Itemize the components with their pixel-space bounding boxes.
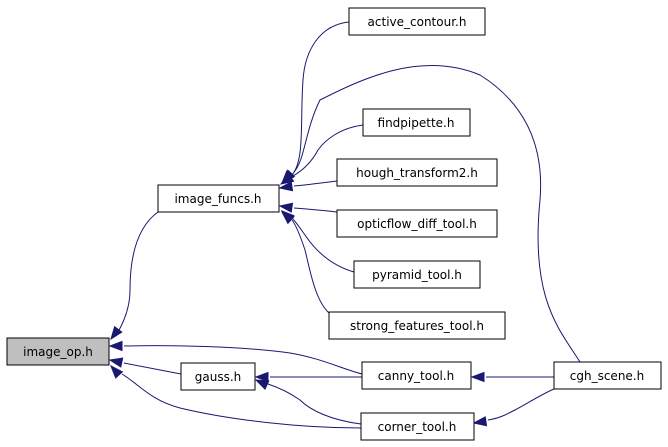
edge-cgh-scene-to-corner-tool	[472, 388, 555, 427]
node-canny-tool[interactable]: canny_tool.h	[361, 361, 472, 390]
edge-findpipette-to-image-funcs	[279, 124, 364, 185]
node-cgh-scene-label: cgh_scene.h	[570, 369, 644, 383]
edge-canny-tool-to-gauss	[254, 371, 362, 383]
node-strong-features-tool[interactable]: strong_features_tool.h	[328, 311, 506, 340]
edge-line	[293, 180, 338, 187]
arrowhead-icon	[470, 371, 485, 383]
node-opticflow-diff-tool-box	[336, 209, 498, 238]
node-hough-transform2[interactable]: hough_transform2.h	[336, 158, 498, 187]
node-image-op[interactable]: image_op.h	[6, 337, 110, 366]
node-pyramid-tool-label: pyramid_tool.h	[372, 268, 462, 282]
node-active-contour[interactable]: active_contour.h	[348, 7, 486, 36]
node-findpipette-label: findpipette.h	[378, 116, 455, 130]
node-opticflow-diff-tool-label: opticflow_diff_tool.h	[357, 217, 477, 231]
edge-gauss-to-image-op	[108, 357, 182, 375]
arrowhead-icon	[280, 211, 295, 225]
arrowhead-icon	[254, 379, 270, 390]
edge-cgh-scene-to-canny-tool	[470, 371, 554, 383]
node-image-funcs-box	[157, 184, 280, 213]
node-hough-transform2-box	[336, 158, 498, 187]
edge-line	[117, 211, 159, 333]
edge-opticflow-diff-tool-to-image-funcs	[278, 202, 338, 213]
edge-line	[293, 207, 338, 213]
arrowhead-icon	[254, 371, 269, 383]
arrowhead-icon	[279, 172, 295, 185]
edge-hough-transform2-to-image-funcs	[278, 180, 338, 192]
arrowhead-icon	[472, 416, 488, 427]
node-corner-tool-box	[360, 412, 475, 441]
arrowhead-icon	[110, 364, 124, 379]
edge-line	[291, 21, 350, 176]
node-strong-features-tool-label: strong_features_tool.h	[350, 319, 484, 333]
edge-image-funcs-to-image-op	[110, 211, 159, 341]
node-gauss[interactable]: gauss.h	[180, 362, 256, 391]
edge-strong-features-tool-to-image-funcs	[280, 211, 330, 314]
edge-line	[121, 373, 362, 429]
node-active-contour-label: active_contour.h	[368, 15, 467, 29]
node-hough-transform2-label: hough_transform2.h	[356, 166, 478, 180]
node-image-op-label: image_op.h	[23, 345, 93, 359]
arrowhead-icon	[108, 340, 123, 352]
node-opticflow-diff-tool[interactable]: opticflow_diff_tool.h	[336, 209, 498, 238]
edge-line	[123, 362, 182, 375]
node-pyramid-tool-box	[353, 260, 481, 289]
edge-line	[487, 388, 555, 421]
node-corner-tool[interactable]: corner_tool.h	[360, 412, 475, 441]
node-findpipette-box	[362, 108, 471, 137]
node-canny-tool-label: canny_tool.h	[378, 369, 454, 383]
edge-line	[293, 65, 581, 363]
arrowhead-icon	[278, 202, 294, 213]
node-cgh-scene[interactable]: cgh_scene.h	[553, 361, 662, 390]
node-gauss-box	[180, 362, 256, 391]
edge-canny-tool-to-image-op	[108, 340, 363, 375]
edge-line	[291, 219, 330, 314]
node-pyramid-tool[interactable]: pyramid_tool.h	[353, 260, 481, 289]
node-image-funcs-label: image_funcs.h	[174, 192, 261, 206]
node-gauss-label: gauss.h	[195, 370, 242, 384]
node-active-contour-box	[348, 7, 486, 36]
edge-line	[292, 124, 364, 177]
edge-line	[123, 345, 363, 375]
node-strong-features-tool-box	[328, 311, 506, 340]
arrowhead-icon	[278, 181, 294, 192]
edge-line	[291, 217, 355, 273]
node-cgh-scene-box	[553, 361, 662, 390]
node-image-op-box	[6, 337, 110, 366]
arrowhead-icon	[108, 357, 124, 368]
node-image-funcs[interactable]: image_funcs.h	[157, 184, 280, 213]
edge-corner-tool-to-gauss	[254, 379, 362, 425]
edge-line	[267, 383, 362, 425]
arrowhead-icon	[110, 325, 123, 341]
node-corner-tool-label: corner_tool.h	[378, 420, 457, 434]
node-findpipette[interactable]: findpipette.h	[362, 108, 471, 137]
edge-corner-tool-to-image-op	[110, 364, 362, 429]
node-canny-tool-box	[361, 361, 472, 390]
